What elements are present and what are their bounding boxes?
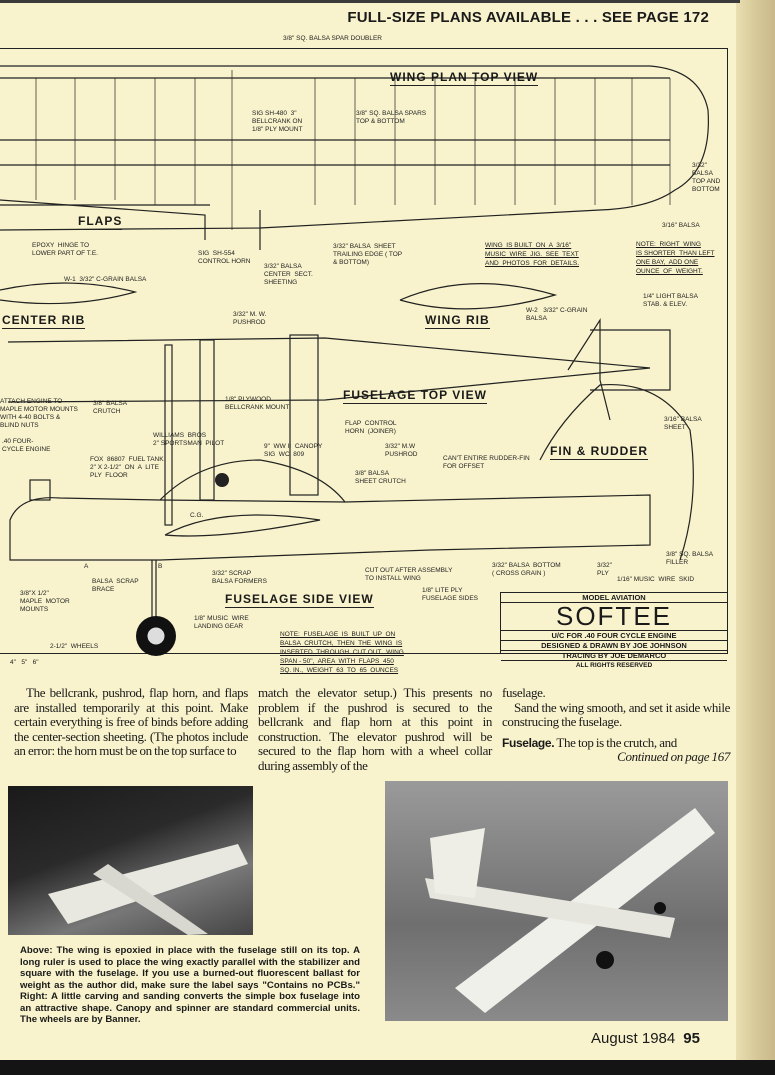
fin-rudder-title: FIN & RUDDER [550,444,648,460]
paragraph: The bellcrank, pushrod, flap horn, and f… [14,685,248,759]
label-canopy: 9" WW II CANOPY SIG WC 809 [264,443,323,458]
label-landing-gear: 1/8" MUSIC WIRE LANDING GEAR [194,615,249,630]
photo-wing-epoxied [8,786,253,935]
pilot-head-icon [215,473,229,487]
label-flap-horn: FLAP CONTROL HORN (JOINER) [345,420,397,435]
note-right-wing: NOTE: RIGHT WING IS SHORTER THAN LEFT ON… [636,241,715,275]
label-w1: W-1 3/32" C-GRAIN BALSA [64,276,147,283]
page-number: 95 [683,1030,700,1047]
label-scrap-brace: BALSA SCRAP BRACE [92,578,139,593]
fuselage-top-outline [7,337,651,403]
center-rib-outline [0,282,138,305]
designer: DESIGNED & DRAWN BY JOE JOHNSON [501,641,727,651]
scale-ruler: 4" 5" 6" [10,659,39,666]
label-formers: 3/32" SCRAP BALSA FORMERS [212,570,267,585]
tracing-credit: TRACING BY JOE DEMARCO [501,651,727,661]
label-cut-out: CUT OUT AFTER ASSEMBLY TO INSTALL WING [365,567,453,582]
label-filler: 3/8" SQ. BALSA FILLER [666,551,714,566]
label-stab-elev: 1/4" LIGHT BALSA STAB. & ELEV. [643,293,698,308]
photo-caption: Above: The wing is epoxied in place with… [20,945,360,1025]
label-crutch: 3/8" BALSA CRUTCH [93,400,128,415]
title-block: MODEL AVIATION SOFTEE U/C FOR .40 FOUR C… [500,592,728,669]
publisher: MODEL AVIATION [501,593,727,603]
label-bellcrank: SIG SH-480 3" BELLCRANK ON 1/8" PLY MOUN… [252,110,303,133]
label-cg: C.G. [190,512,204,519]
label-point-a: A [84,563,89,570]
fuselage-top-view-title: FUSELAGE TOP VIEW [343,388,487,404]
label-point-b: B [158,563,163,570]
label-four-cycle: .40 FOUR- CYCLE ENGINE [2,438,51,453]
label-fin-sheet: 3/16" BALSA SHEET [664,416,702,431]
article-column-1: The bellcrank, pushrod, flap horn, and f… [14,685,248,759]
label-spars: 3/8" SQ. BALSA SPARS TOP & BOTTOM [356,110,427,125]
page-footer: August 1984 95 [591,1030,700,1047]
fuselage-side-view-title: FUSELAGE SIDE VIEW [225,592,374,608]
engine-spec: U/C FOR .40 FOUR CYCLE ENGINE [501,631,727,641]
top-rule [0,0,740,3]
label-plywood-mount: 1/8" PLYWOOD BELLCRANK MOUNT [225,396,290,411]
label-pushrod-side: 3/32" M.W PUSHROD [385,443,418,458]
continued-note: Continued on page 167 [617,749,730,765]
article-column-3: fuselage. Sand the wing smooth, and set … [502,685,730,765]
rights: ALL RIGHTS RESERVED [575,662,653,669]
paragraph: fuselage. [502,685,546,700]
section-heading: Fuselage. [502,735,555,750]
label-skid: 1/16" MUSIC WIRE SKID [617,576,695,583]
plan-name: SOFTEE [501,603,727,631]
label-control-horn: SIG SH-554 CONTROL HORN [198,250,251,265]
label-cant-fin: CAN'T ENTIRE RUDDER-FIN FOR OFFSET [443,455,530,470]
page-binding-edge [736,0,775,1075]
label-wheels: 2-1/2" WHEELS [50,643,99,650]
fin-outline [539,383,694,561]
bottom-edge [0,1060,775,1075]
wing-outline [0,65,709,231]
plan-frame [0,48,728,654]
paragraph: match the elevator setup.) This presents… [258,685,492,773]
wing-rib-outline [399,283,558,310]
label-tip-edge: 3/16" BALSA [662,222,700,229]
label-w2: W-2 3/32" C-GRAIN BALSA [526,307,588,322]
label-trailing-edge: 3/32" BALSA SHEET TRAILING EDGE ( TOP & … [333,243,403,266]
label-spar-doubler: 3/8" SQ. BALSA SPAR DOUBLER [283,35,383,42]
label-fuselage-sides: 1/8" LITE PLY FUSELAGE SIDES [422,587,478,602]
label-fuel-tank: FOX 86807 FUEL TANK 2" x 2-1/2" ON A LIT… [90,456,164,479]
center-rib-title: CENTER RIB [2,313,86,329]
label-attach-engine: ATTACH ENGINE TO MAPLE MOTOR MOUNTS WITH… [0,398,78,429]
photo-completed-model [385,781,728,1021]
paragraph: Sand the wing smooth, and set it aside w… [502,699,730,730]
flaps-title: FLAPS [78,214,123,230]
paragraph: The top is the crutch, and [554,734,677,750]
plans-available-header: FULL-SIZE PLANS AVAILABLE . . . SEE PAGE… [347,9,709,26]
note-fuselage: NOTE: FUSELAGE IS BUILT UP ON BALSA CRUT… [280,631,404,674]
label-pilot: WILLIAMS BROS 2" SPORTSMAN PILOT [153,432,225,447]
plan-drawing [0,65,709,656]
label-motor-mounts: 3/8"x 1/2" MAPLE MOTOR MOUNTS [20,590,70,613]
label-center-sheeting: 3/32" BALSA CENTER SECT. SHEETING [264,263,313,286]
label-balsa-bottom: 3/32" BALSA BOTTOM ( CROSS GRAIN ) [492,562,561,577]
label-epoxy-hinge: EPOXY HINGE TO LOWER PART OF T.E. [32,242,98,257]
issue-date: August 1984 [591,1030,676,1047]
wing-rib-title: WING RIB [425,313,490,329]
label-ply: 3/32" PLY [597,562,612,577]
label-tip-sheet: 3/32" BALSA TOP AND BOTTOM [692,162,721,193]
label-pushrod-top: 3/32" M. W. PUSHROD [233,311,267,326]
label-sheet-crutch: 3/8" BALSA SHEET CRUTCH [355,470,406,485]
note-jig: WING IS BUILT ON A 3/16" MUSIC WIRE JIG.… [485,242,580,267]
wing-plan-view-title: WING PLAN TOP VIEW [390,70,539,86]
article-column-2: match the elevator setup.) This presents… [258,685,492,774]
